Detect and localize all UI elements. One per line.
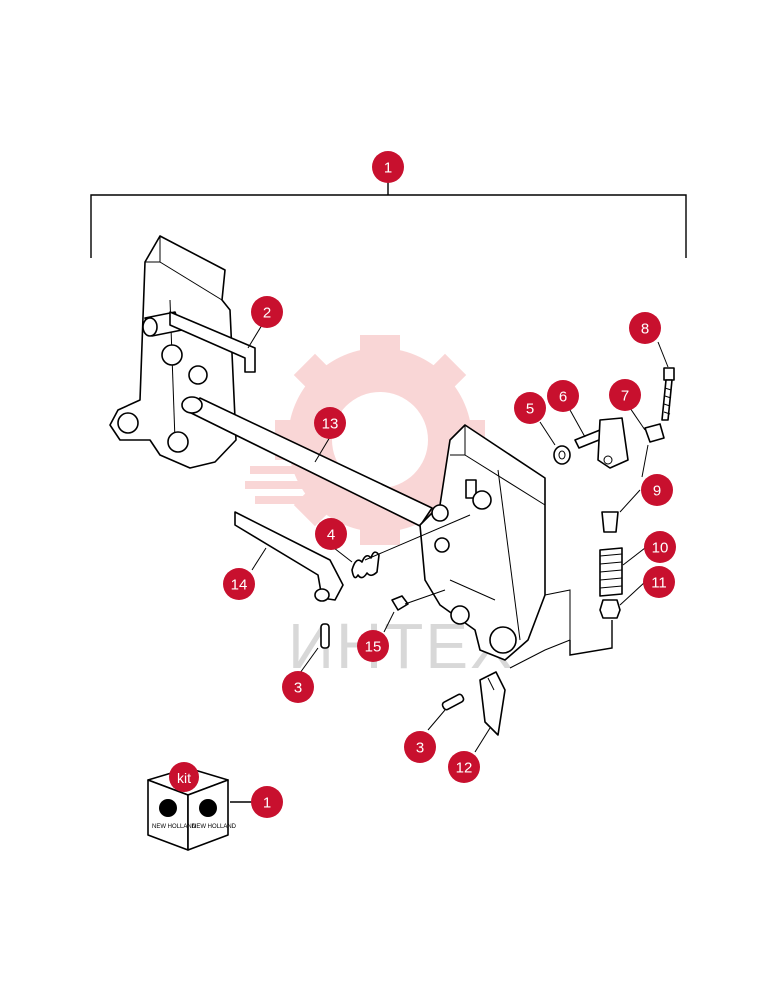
callout-label: 11 xyxy=(651,575,667,592)
part-3-pin-right xyxy=(441,693,465,711)
callout-9: 9 xyxy=(641,474,673,506)
callout-12: 12 xyxy=(448,751,480,783)
part-6-pin xyxy=(574,417,629,469)
callout-label: 1 xyxy=(384,160,392,177)
callout-circle xyxy=(643,566,675,598)
callout-label: 14 xyxy=(231,577,248,594)
callout-label: 1 xyxy=(263,795,271,812)
sub-bracket xyxy=(569,620,613,656)
callout-circle xyxy=(315,518,347,550)
callout-circle xyxy=(641,474,673,506)
new-holland-logo-icon: NEW HOLLAND NEW HOLLAND xyxy=(152,799,237,830)
callout-3: 3 xyxy=(282,671,314,703)
callout-10: 10 xyxy=(644,531,676,563)
callout-circle xyxy=(223,568,255,600)
kit-badge: kit xyxy=(169,762,199,792)
kit-cube-icon: NEW HOLLAND NEW HOLLAND xyxy=(147,767,252,851)
part-15-bolt xyxy=(391,589,446,611)
callout-label: 9 xyxy=(653,483,661,500)
callout-circle xyxy=(372,151,404,183)
part-3-pin-left xyxy=(320,623,330,649)
callout-1: 1 xyxy=(251,786,283,818)
callout-circle xyxy=(644,531,676,563)
part-5-washer xyxy=(553,445,571,465)
callout-circle xyxy=(547,380,579,412)
callout-label: 5 xyxy=(526,401,534,418)
callout-label: 15 xyxy=(365,639,382,656)
callout-circle xyxy=(609,379,641,411)
callout-label: 3 xyxy=(416,740,424,757)
callout-11: 11 xyxy=(643,566,675,598)
callout-13: 13 xyxy=(314,407,346,439)
callout-14: 14 xyxy=(223,568,255,600)
callout-4: 4 xyxy=(315,518,347,550)
part-4-spring xyxy=(351,514,471,579)
callout-circle xyxy=(404,731,436,763)
callout-label: 12 xyxy=(456,760,473,777)
callout-5: 5 xyxy=(514,392,546,424)
kit-brand-left: NEW HOLLAND xyxy=(152,824,197,830)
callout-circle xyxy=(251,786,283,818)
callout-circle xyxy=(251,296,283,328)
callout-2: 2 xyxy=(251,296,283,328)
callout-8: 8 xyxy=(629,312,661,344)
callout-1: 1 xyxy=(372,151,404,183)
callout-circle xyxy=(282,671,314,703)
part-12-latch xyxy=(479,671,506,736)
kit-badge-label: kit xyxy=(177,770,191,786)
part-10-spring xyxy=(599,547,623,597)
callout-label: 13 xyxy=(322,416,339,433)
part-11-nut xyxy=(599,599,621,619)
part-2-handle xyxy=(169,311,256,373)
callout-15: 15 xyxy=(357,630,389,662)
callout-circle xyxy=(448,751,480,783)
leader-lines xyxy=(247,324,669,753)
callout-label: 10 xyxy=(652,540,669,557)
assembly-bracket xyxy=(90,182,687,258)
callout-label: 4 xyxy=(327,527,335,544)
callout-circle xyxy=(357,630,389,662)
callout-label: 3 xyxy=(294,680,302,697)
callout-3: 3 xyxy=(404,731,436,763)
callout-label: 7 xyxy=(621,388,629,405)
part-8-bolt xyxy=(661,367,675,421)
part-9-bushing xyxy=(601,511,619,533)
callout-circle xyxy=(514,392,546,424)
kit-brand-right: NEW HOLLAND xyxy=(192,824,237,830)
callout-7: 7 xyxy=(609,379,641,411)
callout-6: 6 xyxy=(547,380,579,412)
callout-label: 2 xyxy=(263,305,271,322)
left-frame-plate xyxy=(109,235,237,469)
callout-label: 8 xyxy=(641,321,649,338)
part-13-shaft xyxy=(181,396,433,527)
callout-label: 6 xyxy=(559,389,567,406)
right-frame-plate xyxy=(419,424,571,669)
part-14-lever xyxy=(234,511,344,602)
callout-circle xyxy=(629,312,661,344)
part-7-block xyxy=(644,423,665,443)
callout-circle xyxy=(314,407,346,439)
kit-badge-circle xyxy=(169,762,199,792)
